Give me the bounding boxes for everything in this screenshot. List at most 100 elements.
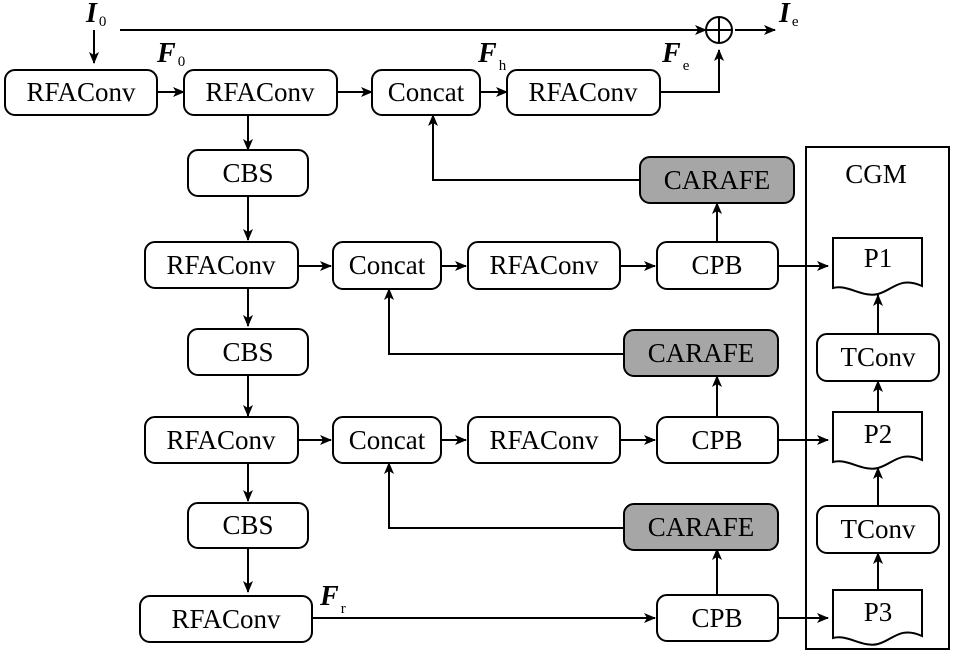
node-cbs-3-label: CBS [222,510,273,540]
var-i0-sub: 0 [99,14,107,30]
node-rfaconv-top-3: RFAConv [506,69,661,116]
node-cbs-3: CBS [187,502,309,549]
node-cbs-2-label: CBS [222,337,273,367]
node-carafe-2-box [623,329,779,377]
cgm-p1-shape [832,237,923,296]
node-cbs-2: CBS [187,328,309,376]
node-rfaconv-row3-1-label: RFAConv [166,425,276,455]
node-concat-top-label: Concat [388,77,465,107]
cgm-p2-shape [832,411,923,470]
edge-rfa-c-to-sum [660,49,724,93]
node-concat-mid: Concat [332,241,442,290]
node-carafe-3-box [623,503,779,551]
var-fh-sub: h [499,58,507,74]
node-concat-low-box [332,416,442,464]
edges [89,25,883,623]
var-f0-sub: 0 [178,54,186,70]
node-cbs-1: CBS [187,149,309,197]
node-rfaconv-top-1: RFAConv [4,69,158,116]
node-concat-mid-label: Concat [349,250,426,280]
node-cpb-3-box [656,594,779,642]
node-carafe-2-label: CARAFE [648,338,755,368]
node-rfaconv-row2-1-label: RFAConv [166,250,276,280]
edge-carafe-2-to-concat-mid [384,288,624,355]
cgm-module: CGM P1 TConv P2 TConv P3 [805,146,950,650]
node-concat-low: Concat [332,416,442,464]
node-rfaconv-top-1-box [4,69,158,116]
node-carafe-3-label: CARAFE [648,512,755,542]
cgm-p1-label: P1 [864,243,893,273]
node-cpb-3-label: CPB [691,603,742,633]
cgm-tconv-2: TConv [816,505,940,554]
var-ie-main: I [778,0,791,29]
node-rfaconv-row3-2-label: RFAConv [489,425,599,455]
cgm-frame [805,146,950,650]
cgm-tconv-1-box [816,333,940,382]
node-carafe-2: CARAFE [623,329,779,377]
node-rfaconv-row3-1: RFAConv [144,416,299,464]
cgm-p3-shape [832,589,923,646]
cgm-p3: P3 [832,589,923,646]
cgm-p2: P2 [832,411,923,470]
node-cbs-3-box [187,502,309,549]
node-cbs-1-box [187,149,309,197]
node-rfaconv-row2-1: RFAConv [144,241,299,289]
node-rfaconv-row3-1-box [144,416,299,464]
var-fr-main: F [319,581,339,612]
var-i0-main: I [85,0,98,29]
cgm-tconv-2-label: TConv [840,514,916,544]
sum-node [705,16,733,44]
node-rfaconv-row2-2: RFAConv [467,241,621,290]
cgm-p2-label: P2 [864,419,893,449]
node-rfaconv-row3-2-box [467,416,621,464]
edge-carafe-1-to-concat-top [428,114,640,181]
edge-carafe-3-to-concat-low [384,462,624,529]
node-rfaconv-row2-2-label: RFAConv [489,250,599,280]
node-rfaconv-top-1-label: RFAConv [26,77,136,107]
node-concat-top: Concat [371,69,481,116]
node-carafe-1-label: CARAFE [664,165,771,195]
node-cbs-1-label: CBS [222,158,273,188]
cgm-p3-label: P3 [864,597,893,627]
node-rfaconv-top-3-box [506,69,661,116]
node-cpb-3: CPB [656,594,779,642]
node-cbs-2-box [187,328,309,376]
node-cpb-1: CPB [656,241,779,290]
var-fr-sub: r [341,601,346,617]
cgm-tconv-2-box [816,505,940,554]
node-cpb-1-label: CPB [691,250,742,280]
node-rfaconv-top-2-box [183,69,338,116]
node-carafe-1: CARAFE [639,156,795,204]
node-rfaconv-bottom-label: RFAConv [171,604,281,634]
node-carafe-3: CARAFE [623,503,779,551]
node-cpb-1-box [656,241,779,290]
node-rfaconv-row2-1-box [144,241,299,289]
cgm-tconv-1-label: TConv [840,342,916,372]
node-cpb-2: CPB [656,416,779,464]
node-rfaconv-top-3-label: RFAConv [528,77,638,107]
node-concat-top-box [371,69,481,116]
node-rfaconv-bottom: RFAConv [139,595,313,643]
node-concat-mid-box [332,241,442,290]
node-rfaconv-bottom-box [139,595,313,643]
cgm-tconv-1: TConv [816,333,940,382]
node-carafe-1-box [639,156,795,204]
var-ie-sub: e [792,14,799,30]
node-rfaconv-row3-2: RFAConv [467,416,621,464]
node-cpb-2-box [656,416,779,464]
node-concat-low-label: Concat [349,425,426,455]
node-cpb-2-label: CPB [691,425,742,455]
var-f0-main: F [156,38,176,69]
var-fe-main: F [661,38,681,69]
cgm-title: CGM [845,159,907,189]
node-rfaconv-top-2-label: RFAConv [205,77,315,107]
node-rfaconv-top-2: RFAConv [183,69,338,116]
